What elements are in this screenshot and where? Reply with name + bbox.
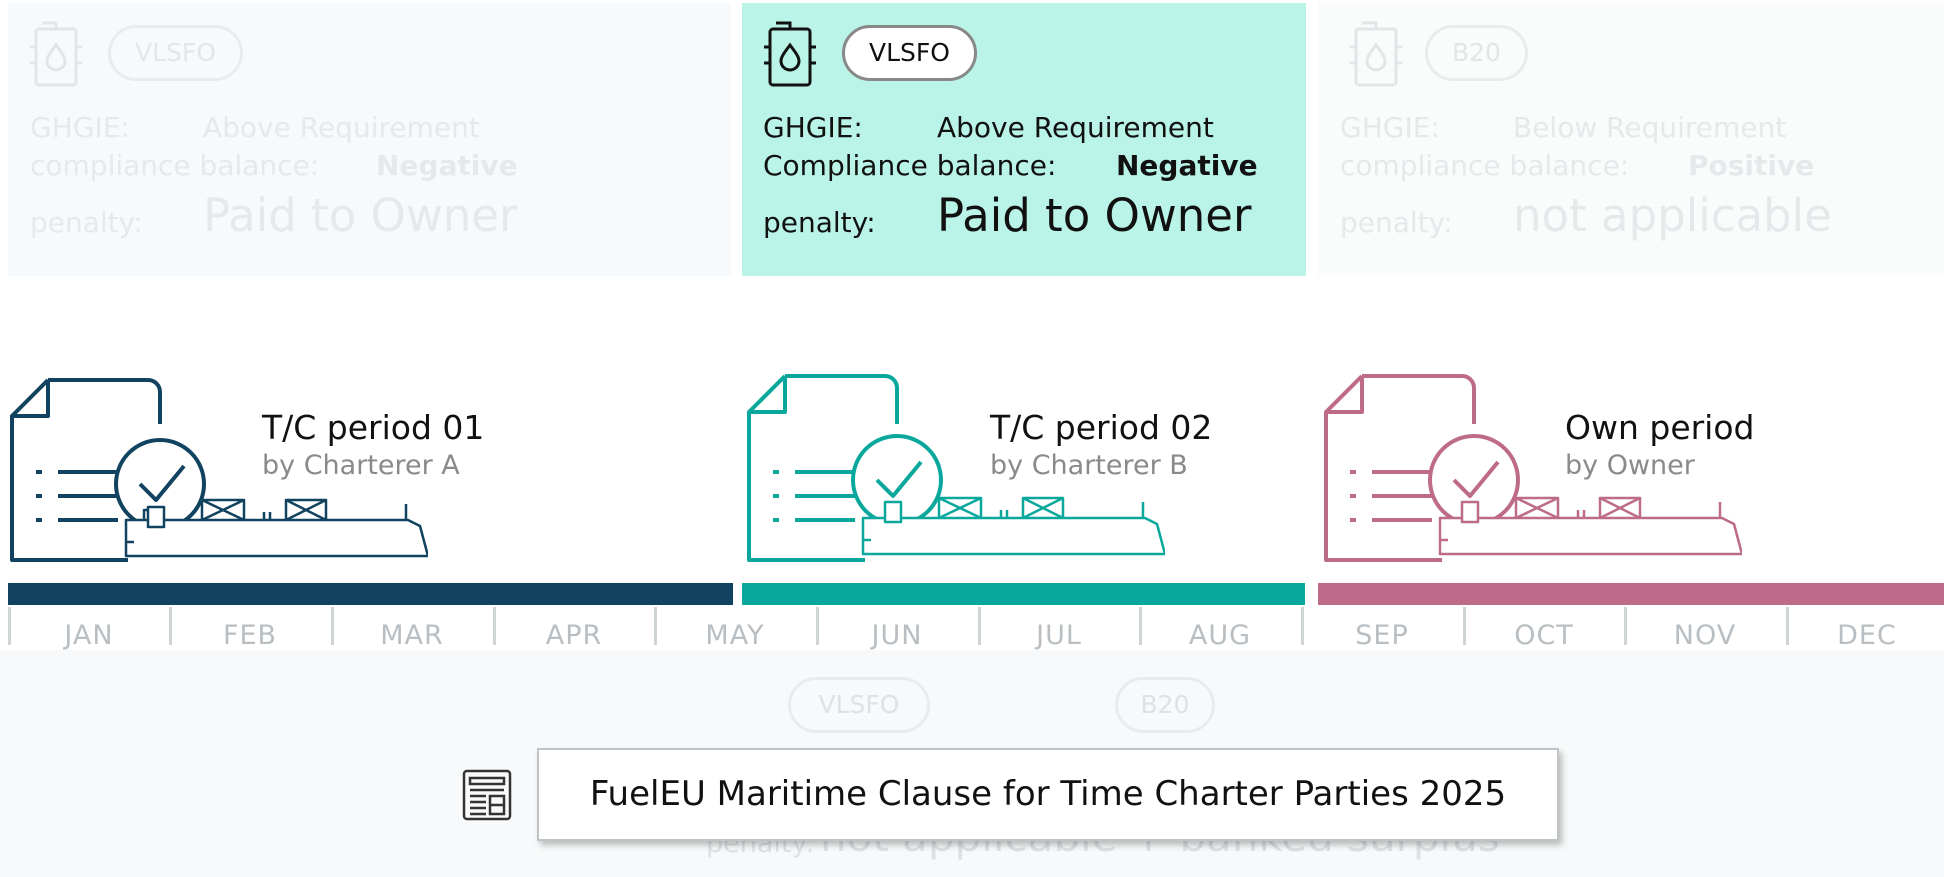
period-title: T/C period 01 [262,408,485,447]
fuel-type-pill: VLSFO [842,25,977,81]
contract-ship-icon-own [1324,374,1742,562]
month-divider [978,607,981,645]
fuel-card-1[interactable]: VLSFO GHGIE: Above Requirement complianc… [8,3,731,276]
month-divider [1463,607,1466,645]
fuel-barrel-icon [30,21,82,87]
month-label: OCT [1514,620,1574,651]
contract-ship-icon-tc1 [10,378,428,562]
period-title: T/C period 02 [990,408,1213,447]
ghgie-label: GHGIE: [763,111,863,144]
contract-ship-icon-tc2 [747,374,1165,562]
month-divider [1301,607,1304,645]
penalty-label: penalty: [1340,206,1453,239]
fuel-type-pill: B20 [1425,25,1528,81]
fuel-barrel-icon [1350,21,1402,87]
balance-value: Positive [1688,149,1815,182]
newspaper-icon[interactable] [461,768,513,822]
fuel-card-3[interactable]: B20 GHGIE: Below Requirement compliance … [1318,3,1944,276]
ghgie-label: GHGIE: [30,111,130,144]
ghgie-label: GHGIE: [1340,111,1440,144]
balance-value: Negative [1116,149,1258,182]
penalty-label: penalty: [30,206,143,239]
ghgie-value: Above Requirement [203,111,480,144]
document-link-button[interactable]: FuelEU Maritime Clause for Time Charter … [537,748,1559,841]
balance-label: compliance balance: [1340,149,1630,182]
fuel-barrel-icon [764,21,816,87]
penalty-label: penalty: [763,206,876,239]
month-divider [8,607,11,645]
month-label: MAY [705,620,765,651]
ghgie-value: Above Requirement [937,111,1214,144]
timeline-bar-tc1[interactable] [8,583,733,605]
period-subtitle: by Owner [1565,450,1695,481]
month-divider [331,607,334,645]
month-label: MAR [380,620,444,651]
document-link-label: FuelEU Maritime Clause for Time Charter … [589,774,1507,814]
timeline-bar-own[interactable] [1318,583,1944,605]
balance-value: Negative [376,149,518,182]
month-label: FEB [222,620,278,651]
month-divider [169,607,172,645]
month-label: JUN [871,620,923,651]
month-divider [1139,607,1142,645]
month-label: NOV [1673,620,1737,651]
month-label: APR [545,620,603,651]
fuel-card-2[interactable]: VLSFO GHGIE: Above Requirement Complianc… [742,3,1306,276]
month-divider [1624,607,1627,645]
month-label: AUG [1188,620,1252,651]
balance-label: Compliance balance: [763,149,1057,182]
month-divider [493,607,496,645]
penalty-value: Paid to Owner [203,189,518,242]
month-label: DEC [1837,620,1897,651]
penalty-value: not applicable [1513,189,1832,242]
period-subtitle: by Charterer B [990,450,1188,481]
month-divider [1786,607,1789,645]
fuel-type-pill: VLSFO [788,677,930,733]
month-divider [654,607,657,645]
month-divider [816,607,819,645]
period-title: Own period [1565,408,1755,447]
ghgie-value: Below Requirement [1513,111,1787,144]
month-label: JUL [1036,620,1082,651]
month-label: JAN [64,620,114,651]
fuel-type-pill: VLSFO [108,25,243,81]
period-subtitle: by Charterer A [262,450,460,481]
penalty-value: Paid to Owner [937,189,1252,242]
balance-label: compliance balance: [30,149,320,182]
fuel-type-pill: B20 [1115,677,1215,733]
month-label: SEP [1355,620,1409,651]
timeline-bar-tc2[interactable] [742,583,1305,605]
